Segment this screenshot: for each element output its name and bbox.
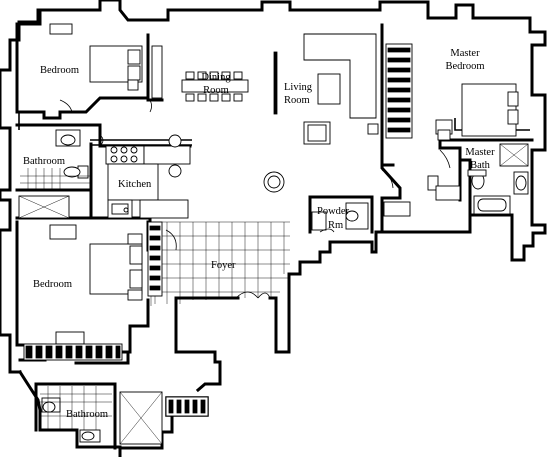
label-kitchen: Kitchen: [118, 179, 152, 190]
label-bathroom-top: Bathroom: [23, 156, 65, 167]
label-dining-line1: Dining: [201, 72, 231, 83]
label-bedroom-top: Bedroom: [40, 65, 79, 76]
label-living-line1: Living: [284, 82, 313, 93]
label-powder-line1: Powder: [317, 206, 350, 217]
door-swings: [59, 97, 451, 299]
label-bedroom-bottom: Bedroom: [33, 279, 72, 290]
kitchen-fixtures: [105, 134, 191, 219]
label-foyer: Foyer: [211, 260, 236, 271]
master-bath-fixtures: [467, 143, 529, 215]
label-bathroom-bottom: Bathroom: [66, 409, 108, 420]
living-sofa: [263, 33, 379, 193]
powder-room-fixtures: [311, 202, 369, 231]
bed-bottom-bedroom: [23, 221, 163, 361]
room-labels: Bedroom Dining Room Living Room Master B…: [23, 48, 495, 420]
top-bathroom-fixtures: [18, 129, 90, 219]
label-dining-line2: Room: [203, 85, 229, 96]
label-living-line2: Room: [284, 95, 310, 106]
label-powder-line2: Rm: [328, 220, 343, 231]
label-master-bath-line2: Bath: [470, 160, 491, 171]
furniture: [18, 23, 529, 445]
bed-top-bedroom: [49, 23, 163, 99]
master-bed: [383, 43, 519, 217]
label-master-bedroom-line1: Master: [450, 48, 480, 59]
dining-table: [181, 51, 278, 115]
label-master-bedroom-line2: Bedroom: [445, 61, 484, 72]
bottom-bathroom-fixtures: [40, 386, 209, 445]
label-master-bath-line1: Master: [465, 147, 495, 158]
